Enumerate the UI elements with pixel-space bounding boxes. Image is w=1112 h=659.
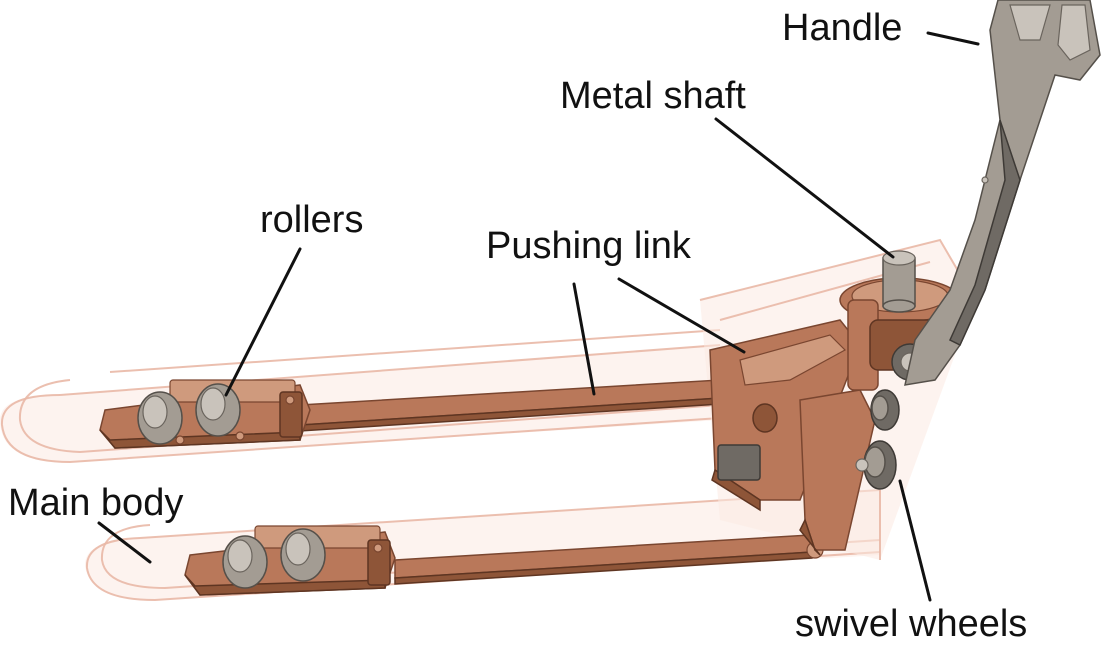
swivel-wheels (855, 389, 900, 490)
metal-shaft (882, 250, 916, 313)
metal-shaft-label: Metal shaft (560, 75, 746, 117)
rollers-label: rollers (260, 199, 363, 241)
handle-part (904, 0, 1101, 386)
metal-shaft-leader (714, 117, 895, 259)
pushing-link-label: Pushing link (486, 225, 692, 267)
swivel-wheels-leader (898, 479, 932, 602)
upper-roller-assembly (99, 379, 311, 449)
main-body-label: Main body (8, 482, 183, 524)
swivel-wheels-label: swivel wheels (795, 603, 1027, 645)
handle-label: Handle (782, 7, 902, 49)
main-body-leader (97, 521, 152, 564)
handle-leader (926, 31, 980, 46)
pushing-link-leader-a (572, 282, 596, 396)
lower-roller-assembly (184, 525, 396, 596)
pushing-link-leader-b (617, 277, 746, 354)
rollers-leader (224, 247, 302, 397)
